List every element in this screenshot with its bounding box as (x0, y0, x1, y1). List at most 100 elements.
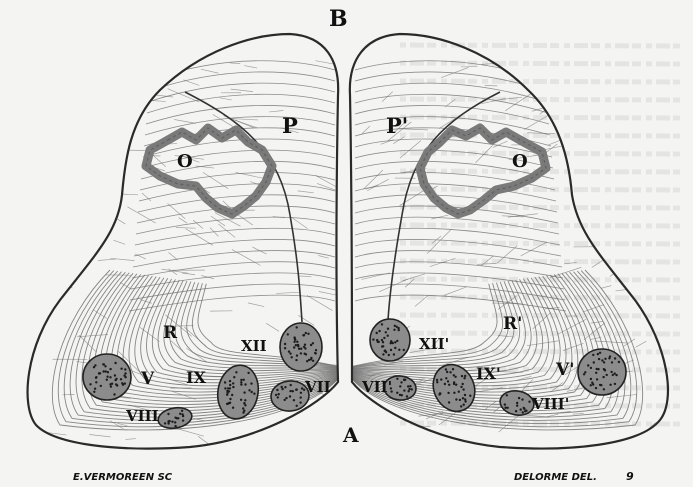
nucleus-dot (275, 394, 277, 396)
fiber-hatch (59, 195, 75, 198)
fiber-line (135, 228, 335, 245)
fiber-hatch (591, 321, 603, 323)
fiber-hatch (98, 259, 116, 260)
nucleus-V-right (578, 349, 626, 395)
nucleus-dot (115, 378, 117, 380)
nucleus-dot (464, 394, 466, 396)
fiber-line (142, 150, 335, 168)
nucleus-dot (281, 386, 283, 388)
fiber-hatch (46, 177, 71, 178)
nucleus-dot (229, 398, 231, 400)
fiber-hatch (635, 177, 661, 185)
nucleus-dot (281, 388, 283, 390)
nucleus-dot (244, 399, 246, 401)
label-VIII-left: VIII (126, 409, 159, 424)
nucleus-dot (598, 358, 600, 360)
nucleus-dot (583, 373, 585, 375)
nucleus-dot (403, 349, 405, 351)
nucleus-dot (296, 341, 298, 343)
fiber-hatch (47, 119, 71, 133)
nucleus-dot (383, 337, 385, 339)
nucleus-dot (447, 392, 449, 394)
fiber-line (139, 184, 335, 201)
nucleus-dot (174, 421, 176, 423)
label-R-right: R' (503, 316, 522, 333)
nucleus-dot (591, 382, 593, 384)
nucleus-dot (515, 410, 517, 412)
fiber-hatch (94, 176, 104, 181)
label-O-right: O (512, 153, 528, 171)
nucleus-dot (290, 384, 292, 386)
nucleus-dot (520, 408, 522, 410)
label-XII-left: XII (241, 339, 267, 354)
nucleus-dot (105, 370, 107, 372)
nucleus-dot (464, 400, 466, 402)
nucleus-dot (300, 352, 302, 354)
bleed-line (400, 63, 680, 64)
nucleus-dot (436, 381, 438, 383)
nucleus-dot (397, 327, 399, 329)
nucleus-dot (382, 341, 384, 343)
nucleus-dot (596, 368, 598, 370)
nucleus-dot (231, 394, 233, 396)
nucleus-dot (394, 341, 396, 343)
nucleus-dot (304, 344, 306, 346)
nucleus-dot (276, 389, 278, 391)
nucleus-dot (292, 390, 294, 392)
nucleus-dot (168, 420, 170, 422)
label-VII-left: VII (305, 380, 331, 395)
nucleus-dot (396, 378, 398, 380)
fiber-hatch (644, 246, 660, 257)
nucleus-dot (306, 360, 308, 362)
fiber-hatch (77, 335, 108, 337)
nucleus-dot (305, 332, 307, 334)
fiber-hatch (231, 89, 253, 92)
nucleus-dot (595, 372, 597, 374)
fiber-hatch (553, 51, 573, 61)
nucleus-dot (408, 390, 410, 392)
fiber-hatch (642, 161, 652, 169)
fiber-hatch (321, 400, 337, 401)
label-V-left: V (141, 371, 154, 388)
label-R-left: R (163, 325, 177, 342)
nucleus-dot (95, 377, 97, 379)
nucleus-dot (310, 344, 312, 346)
nucleus-dot (396, 392, 398, 394)
nucleus-dot (310, 358, 312, 360)
nucleus-dot (171, 421, 173, 423)
fiber-line (150, 61, 335, 80)
nucleus-dot (114, 362, 116, 364)
nucleus-dot (240, 381, 242, 383)
nucleus-dot (458, 391, 460, 393)
fiber-hatch (317, 183, 337, 190)
nucleus-dot (455, 384, 457, 386)
nucleus-dot (587, 364, 589, 366)
fiber-hatch (44, 153, 57, 156)
nucleus-dot (385, 331, 387, 333)
nucleus-dot (445, 368, 447, 370)
nucleus-dot (525, 410, 527, 412)
nucleus-dot (94, 388, 96, 390)
fiber-hatch (89, 435, 110, 437)
nucleus-dot (240, 379, 242, 381)
fiber-hatch (79, 65, 101, 83)
fiber-hatch (125, 439, 135, 440)
fiber-hatch (550, 267, 582, 277)
nucleus-dot (601, 359, 603, 361)
nucleus-dot (398, 349, 400, 351)
nucleus-dot (372, 338, 374, 340)
nucleus-dot (602, 376, 604, 378)
nucleus-dot (120, 378, 122, 380)
nucleus-dot (448, 384, 450, 386)
fiber-hatch (169, 269, 178, 275)
nucleus-dot (289, 390, 291, 392)
nucleus-dot (181, 413, 183, 415)
bleed-line (400, 225, 680, 226)
nucleus-dot (300, 392, 302, 394)
nucleus-XII-left (280, 323, 322, 371)
fiber-line (133, 251, 335, 267)
nucleus-dot (174, 425, 176, 427)
nucleus-dot (121, 382, 123, 384)
fiber-hatch (54, 217, 78, 230)
